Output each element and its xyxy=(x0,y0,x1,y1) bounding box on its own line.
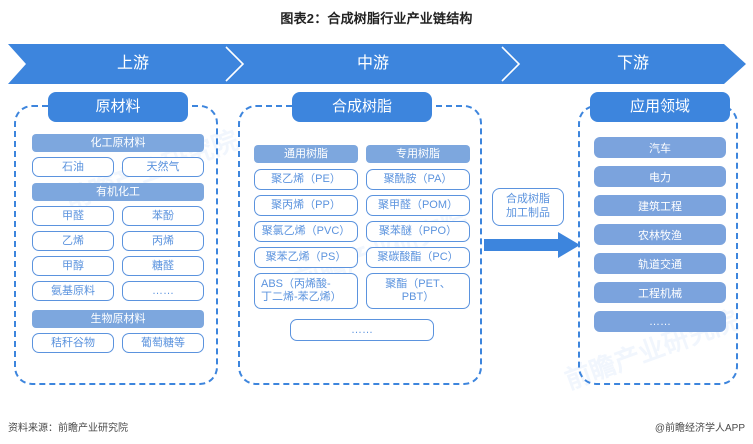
column-header-upstream: 原材料 xyxy=(48,92,188,122)
source-note: 资料来源：前瞻产业研究院 xyxy=(8,423,128,434)
item-chip: 乙烯 xyxy=(32,231,114,251)
column-midstream: 合成树脂 通用树脂 专用树脂 聚乙烯（PE） 聚丙烯（PP） 聚氯乙烯（PVC）… xyxy=(238,92,482,385)
item-chip: 秸秆谷物 xyxy=(32,333,114,353)
page-title: 图表2：合成树脂行业产业链结构 xyxy=(280,11,473,26)
application-bar: 建筑工程 xyxy=(594,195,726,216)
column-upstream: 原材料 化工原材料 石油 天然气 有机化工 甲醛 苯酚 乙烯 丙烯 甲醇 糖醛 … xyxy=(14,92,218,385)
application-bar: 工程机械 xyxy=(594,282,726,303)
item-chip: 丙烯 xyxy=(122,231,204,251)
item-chip: 聚酰胺（PA） xyxy=(366,169,470,190)
chevron-separator-icon xyxy=(224,44,246,84)
application-bar: …… xyxy=(594,311,726,332)
item-chip: 石油 xyxy=(32,157,114,177)
subheader-general-resin: 通用树脂 xyxy=(254,145,358,163)
item-chip: 聚苯乙烯（PS） xyxy=(254,247,358,268)
application-bar: 汽车 xyxy=(594,137,726,158)
subheader-bio-raw: 生物原材料 xyxy=(32,310,204,328)
banner-label-midstream: 中游 xyxy=(356,55,389,72)
chevron-separator-icon xyxy=(500,44,522,84)
stage-banner: 上游 中游 下游 xyxy=(8,44,746,84)
banner-label-upstream: 上游 xyxy=(116,55,149,72)
item-chip: 聚碳酸酯（PC） xyxy=(366,247,470,268)
column-header-downstream: 应用领域 xyxy=(590,92,730,122)
item-chip: 甲醛 xyxy=(32,206,114,226)
application-bar: 农林牧渔 xyxy=(594,224,726,245)
banner-background xyxy=(8,44,746,84)
banner-label-downstream: 下游 xyxy=(616,55,649,72)
item-chip: 甲醇 xyxy=(32,256,114,276)
subheader-chemical-raw: 化工原材料 xyxy=(32,134,204,152)
item-chip: 糖醛 xyxy=(122,256,204,276)
application-bar: 轨道交通 xyxy=(594,253,726,274)
column-downstream: 应用领域 汽车 电力 建筑工程 农林牧渔 轨道交通 工程机械 …… xyxy=(578,92,738,385)
subheader-organic-chemical: 有机化工 xyxy=(32,183,204,201)
column-header-midstream: 合成树脂 xyxy=(292,92,432,122)
item-chip: ABS（丙烯酸- 丁二烯-苯乙烯） xyxy=(254,273,358,309)
connector-label-box: 合成树脂 加工制品 xyxy=(492,188,564,226)
item-chip: 聚甲醛（POM） xyxy=(366,195,470,216)
item-chip: 天然气 xyxy=(122,157,204,177)
subheader-special-resin: 专用树脂 xyxy=(366,145,470,163)
item-chip: 葡萄糖等 xyxy=(122,333,204,353)
item-chip: 聚酯（PET、 PBT） xyxy=(366,273,470,309)
item-chip: 聚苯醚（PPO） xyxy=(366,221,470,242)
item-chip-more: …… xyxy=(290,319,434,341)
item-chip: 苯酚 xyxy=(122,206,204,226)
flow-arrow-icon xyxy=(484,232,580,258)
item-chip: 氨基原料 xyxy=(32,281,114,301)
application-bar: 电力 xyxy=(594,166,726,187)
item-chip: …… xyxy=(122,281,204,301)
item-chip: 聚乙烯（PE） xyxy=(254,169,358,190)
item-chip: 聚丙烯（PP） xyxy=(254,195,358,216)
item-chip: 聚氯乙烯（PVC） xyxy=(254,221,358,242)
brand-mark: @前瞻经济学人APP xyxy=(654,423,745,434)
